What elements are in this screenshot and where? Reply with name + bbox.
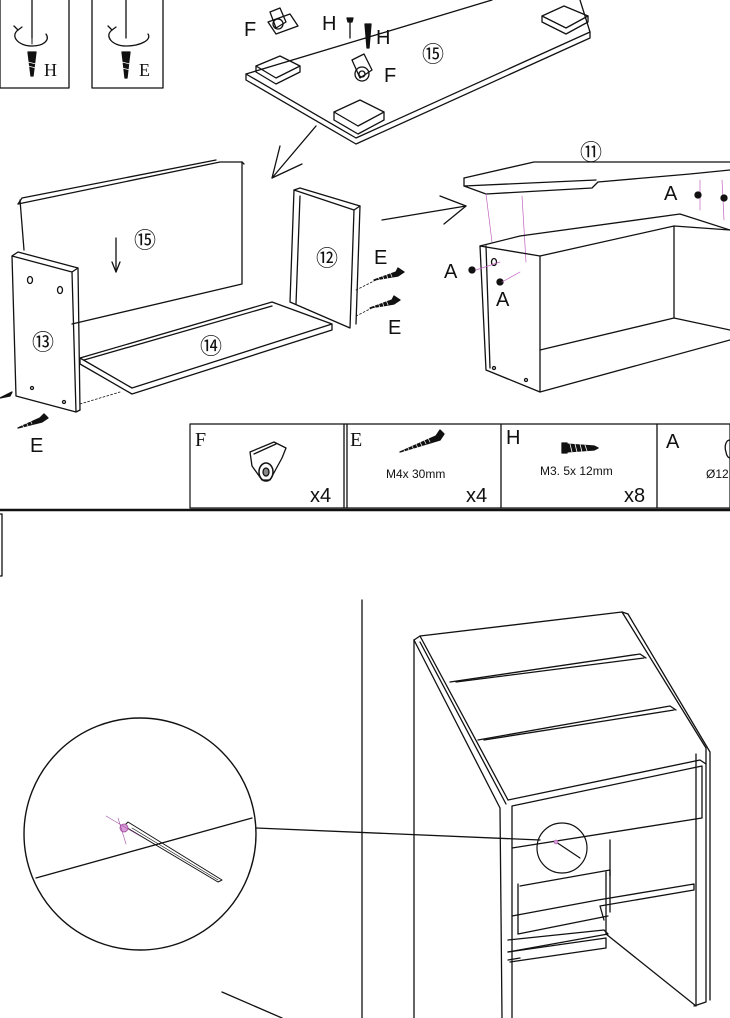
pin-icon bbox=[105, 815, 223, 883]
part-number-12: ⑫ bbox=[316, 246, 338, 271]
screw-e-icon bbox=[121, 51, 131, 79]
back-assembly: ⑮ ⑬ ⑭ ⑫ E E bbox=[0, 159, 405, 457]
caster-icon bbox=[269, 7, 287, 30]
screwdriver-icon bbox=[107, 0, 150, 47]
screw-e-icon bbox=[0, 391, 13, 399]
foot-pad bbox=[541, 5, 589, 35]
part-number-14: ⑭ bbox=[200, 334, 222, 359]
cam-cover-icon bbox=[724, 439, 730, 459]
label-h-2: H bbox=[376, 27, 390, 49]
screw-icon bbox=[364, 23, 372, 49]
hardware-qty: x4 bbox=[310, 485, 331, 507]
hardware-spec: M3. 5x 12mm bbox=[540, 464, 613, 478]
hardware-spec: Ø12 bbox=[706, 467, 729, 481]
screw-h-icon bbox=[27, 51, 37, 77]
arrow-right-icon bbox=[381, 195, 467, 225]
long-screw-icon bbox=[399, 429, 445, 455]
label-e-top: E bbox=[374, 247, 387, 269]
cam-lock-icon bbox=[720, 194, 728, 202]
part-number-13: ⑬ bbox=[32, 330, 54, 355]
foot-pad bbox=[333, 99, 385, 135]
cam-lock-icon bbox=[468, 266, 476, 274]
screw-e-icon bbox=[17, 413, 49, 429]
label-f-1: F bbox=[244, 19, 256, 41]
foot-pad bbox=[267, 13, 299, 35]
screwdriver-box-e: E bbox=[91, 0, 164, 89]
label-a-top: A bbox=[664, 183, 678, 205]
cam-lock-icon bbox=[496, 278, 504, 286]
label-e-left: E bbox=[30, 435, 43, 457]
hardware-letter: E bbox=[350, 429, 362, 451]
caster-icon bbox=[351, 53, 373, 82]
hardware-cell-h: H M3. 5x 12mm x8 bbox=[506, 427, 645, 507]
zoom-detail-pin bbox=[23, 717, 541, 1018]
part-number-11: ⑪ bbox=[580, 140, 602, 165]
hardware-cell-f: F x4 bbox=[195, 429, 331, 507]
hardware-spec: M4x 30mm bbox=[386, 467, 445, 481]
arrow-down-left-icon bbox=[271, 125, 317, 179]
hardware-qty: x8 bbox=[624, 485, 645, 507]
bookshelf-with-slanted-racks bbox=[413, 611, 711, 1018]
cam-lock-icon bbox=[694, 191, 702, 199]
step-number-box bbox=[0, 513, 3, 577]
caster-wheel-icon bbox=[249, 441, 287, 482]
hardware-letter: A bbox=[666, 431, 680, 453]
label-a-left: A bbox=[444, 261, 458, 283]
pin-icon bbox=[553, 839, 581, 859]
label-h-1: H bbox=[322, 13, 336, 35]
label-a-front: A bbox=[496, 289, 510, 311]
hardware-qty: x4 bbox=[466, 485, 487, 507]
screw-icon bbox=[346, 17, 354, 39]
label-f-2: F bbox=[384, 65, 396, 87]
screw-e-icon bbox=[373, 267, 405, 283]
foot-pad bbox=[255, 55, 301, 85]
short-screw-icon bbox=[561, 442, 599, 454]
panel-15-with-casters: F H H F ⑮ bbox=[244, 0, 591, 145]
arrow-down-icon bbox=[111, 237, 121, 273]
hardware-cell-a: A Ø12 bbox=[666, 431, 730, 481]
hardware-table bbox=[189, 423, 730, 509]
screwdriver-icon bbox=[13, 0, 48, 47]
tool-letter-e: E bbox=[139, 60, 150, 80]
box-assembly: ⑪ A A A bbox=[444, 140, 730, 393]
tool-letter-h: H bbox=[44, 60, 57, 80]
part-number-15-back: ⑮ bbox=[134, 228, 156, 253]
part-number-15-top: ⑮ bbox=[422, 42, 444, 67]
label-e-mid: E bbox=[388, 317, 401, 339]
screw-e-icon bbox=[369, 295, 401, 311]
hardware-cell-e: E M4x 30mm x4 bbox=[350, 429, 487, 507]
screwdriver-box-h: H bbox=[0, 0, 70, 89]
hardware-letter: H bbox=[506, 427, 520, 449]
hardware-letter: F bbox=[195, 429, 206, 451]
